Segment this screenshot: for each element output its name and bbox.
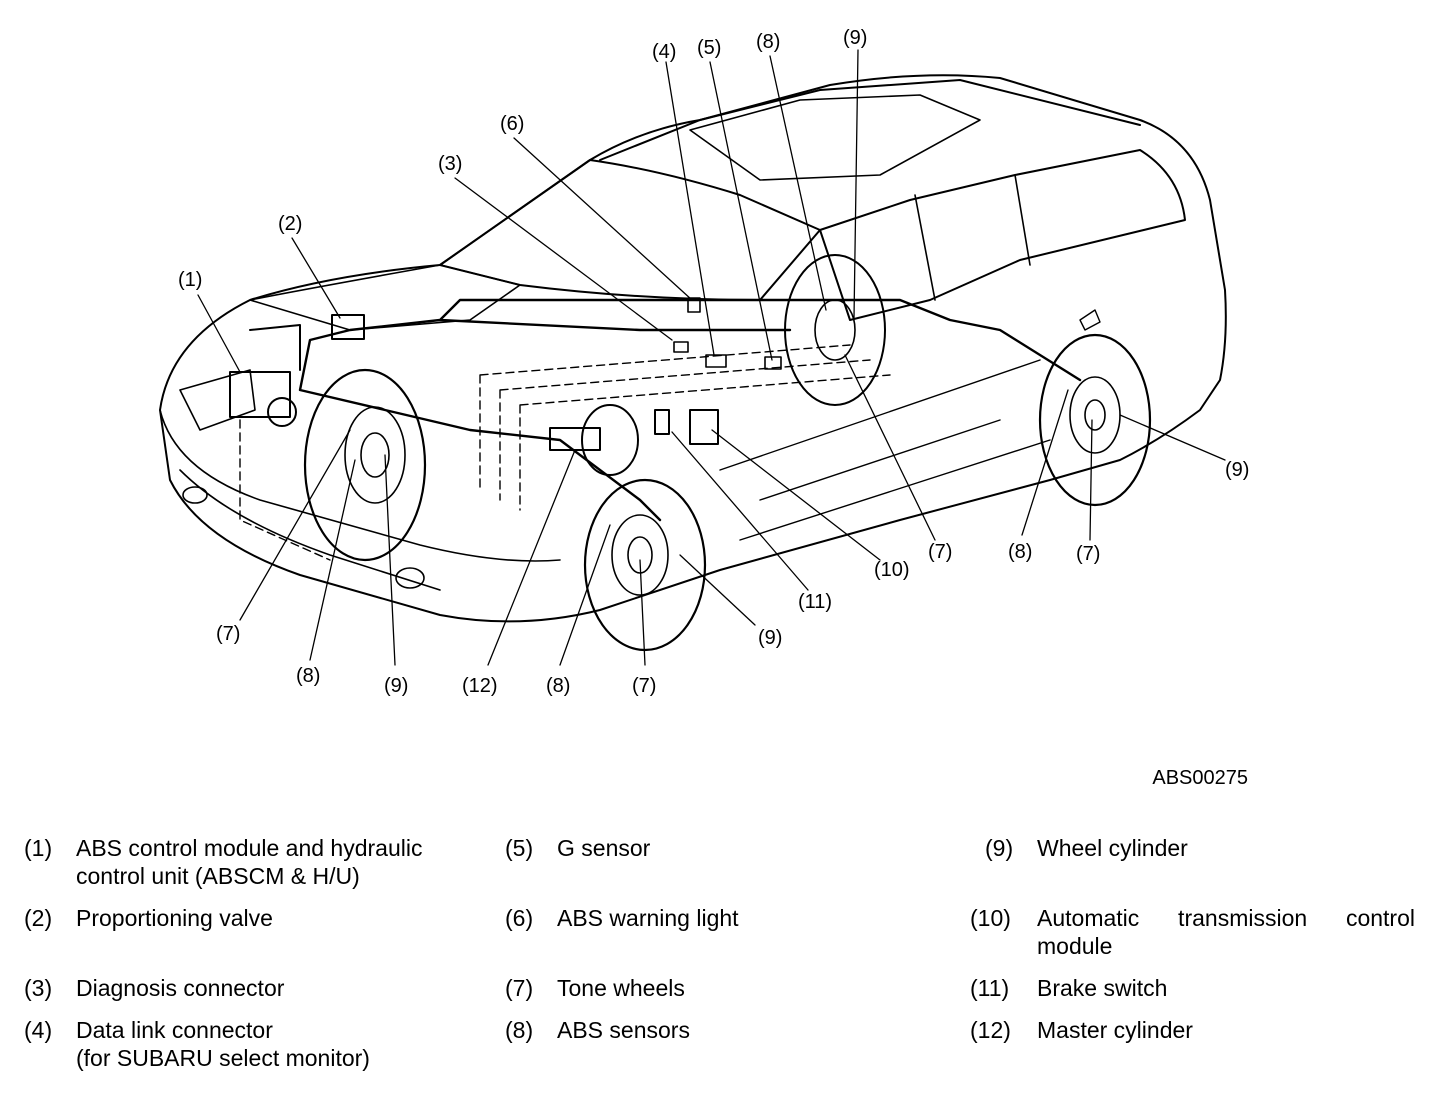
callout-5: (5) (697, 37, 722, 59)
roof-rail (599, 79, 1141, 161)
legend-number: (4) (24, 1017, 53, 1043)
callout-8-front-right: (8) (546, 675, 571, 697)
legend-text: ABS warning light (557, 905, 739, 931)
legend-number: (11) (970, 975, 1010, 1001)
callout-9-top: (9) (843, 27, 868, 49)
legend-item-10: (10) Automatic transmission control modu… (970, 904, 1415, 964)
callout-8-rear-right: (8) (1008, 541, 1033, 563)
legend-item-8: (8) ABS sensors (505, 1016, 905, 1046)
legend-text: Wheel cylinder (1037, 835, 1188, 861)
legend-text: Automatic transmission control module (1037, 905, 1415, 959)
front-right-wheel (583, 478, 707, 652)
legend-text: Brake switch (1037, 975, 1168, 1001)
callout-11: (11) (798, 591, 833, 613)
callout-9-front-left: (9) (384, 675, 409, 697)
legend-text: Master cylinder (1037, 1017, 1193, 1043)
abs-component-diagram: (1) (2) (3) (4) (5) (6) (8) (9) (7) (8) … (159, 27, 1250, 697)
legend-text: ABS control module and hydraulic control… (76, 835, 423, 889)
callout-3: (3) (438, 153, 463, 175)
callout-8-top: (8) (756, 31, 781, 53)
legend-number: (5) (505, 835, 534, 861)
hood (249, 264, 521, 331)
callout-1: (1) (178, 269, 203, 291)
callout-7-front-right: (7) (632, 675, 657, 697)
legend-item-11: (11) Brake switch (970, 974, 1415, 1004)
callout-9-rear-right: (9) (1225, 459, 1250, 481)
callout-2: (2) (278, 213, 303, 235)
figure-reference-code: ABS00275 (1152, 767, 1248, 789)
brake-booster (581, 404, 639, 476)
legend-item-6: (6) ABS warning light (505, 904, 905, 934)
legend-item-2: (2) Proportioning valve (24, 904, 484, 934)
fog-light-right (395, 567, 425, 589)
legend-number: (9) (985, 835, 1014, 861)
headlight (179, 369, 256, 431)
legend-number: (3) (24, 975, 53, 1001)
front-left-wheel (303, 368, 427, 562)
legend-text: Data link connector (for SUBARU select m… (76, 1017, 370, 1071)
door-lines (719, 359, 1051, 541)
front-bumper (159, 409, 561, 562)
legend-text: G sensor (557, 835, 651, 861)
legend-text: ABS sensors (557, 1017, 690, 1043)
brake-lines (298, 298, 1082, 522)
legend-text: Diagnosis connector (76, 975, 285, 1001)
callout-9-front-right: (9) (758, 627, 783, 649)
legend-text: Proportioning valve (76, 905, 273, 931)
legend-text: Tone wheels (557, 975, 685, 1001)
legend-item-3: (3) Diagnosis connector (24, 974, 484, 1004)
legend-number: (6) (505, 905, 534, 931)
legend-number: (1) (24, 835, 53, 861)
rear-right-wheel (1038, 333, 1152, 507)
legend-item-7: (7) Tone wheels (505, 974, 905, 1004)
callout-4: (4) (652, 41, 677, 63)
legend-item-12: (12) Master cylinder (970, 1016, 1415, 1046)
sunroof (689, 94, 981, 181)
legend-item-4: (4) Data link connector (for SUBARU sele… (24, 1016, 484, 1076)
dashed-lines (239, 344, 891, 561)
abs-module (229, 371, 291, 418)
callout-10: (10) (874, 559, 910, 581)
legend-number: (7) (505, 975, 534, 1001)
legend-item-9: (9) Wheel cylinder (985, 834, 1425, 864)
legend: (1) ABS control module and hydraulic con… (0, 830, 1456, 1090)
callout-7-front-left: (7) (216, 623, 241, 645)
leader-lines (197, 49, 1226, 666)
brake-switch-shape (654, 409, 670, 435)
legend-number: (8) (505, 1017, 534, 1043)
callout-7-rear-right: (7) (1076, 543, 1101, 565)
fog-light-left (182, 486, 208, 504)
at-control-module (689, 409, 719, 445)
callout-6: (6) (500, 113, 525, 135)
side-windows (819, 149, 1186, 321)
callout-8-front-left: (8) (296, 665, 321, 687)
legend-number: (2) (24, 905, 53, 931)
car-body-outline (159, 74, 1227, 623)
callout-12: (12) (462, 675, 498, 697)
callout-7-rear-left: (7) (928, 541, 953, 563)
legend-item-5: (5) G sensor (505, 834, 905, 864)
legend-number: (10) (970, 905, 1011, 931)
car-illustration (159, 49, 1227, 666)
legend-item-1: (1) ABS control module and hydraulic con… (24, 834, 484, 894)
proportioning-valve (331, 314, 365, 340)
legend-number: (12) (970, 1017, 1011, 1043)
